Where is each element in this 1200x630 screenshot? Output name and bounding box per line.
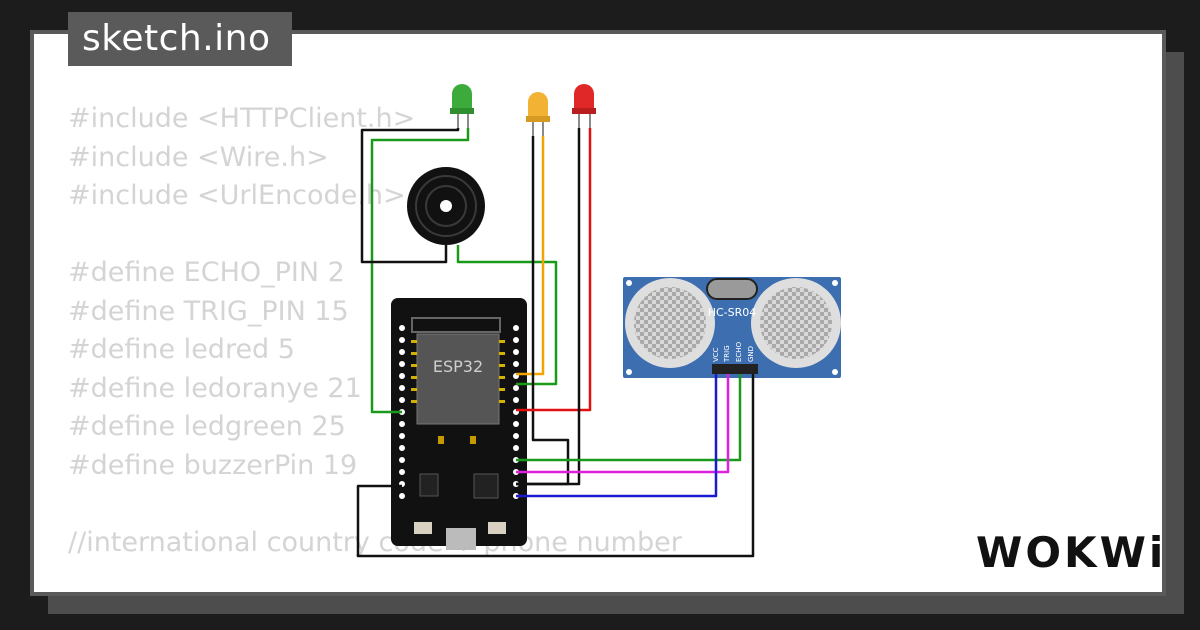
code-line: #define TRIG_PIN 15	[68, 295, 349, 327]
code-line: #define ledred 5	[68, 334, 295, 365]
esp32-board[interactable]: ESP32	[391, 298, 527, 550]
buzzer[interactable]	[407, 167, 485, 245]
led-icon	[528, 92, 548, 120]
led-red[interactable]	[572, 84, 596, 128]
led-orange[interactable]	[526, 92, 550, 136]
sensor-pin-label: TRIG	[723, 345, 731, 363]
transducer-left-icon	[634, 287, 706, 359]
sensor-pin-label: GND	[747, 346, 755, 362]
code-line: #define buzzerPin 19	[68, 449, 358, 481]
board-label: ESP32	[433, 357, 483, 376]
led-green[interactable]	[450, 84, 474, 128]
led-icon	[452, 84, 472, 112]
ultrasonic-sensor[interactable]: HC-SR04 VCC TRIG ECHO GND	[623, 277, 841, 378]
code-line: #include <Wire.h>	[68, 141, 329, 173]
code-line: #define ECHO_PIN 2	[68, 257, 345, 288]
wires	[356, 128, 755, 558]
code-line: #define ledgreen 25	[68, 411, 346, 442]
led-icon	[574, 84, 594, 112]
sensor-pin-label: VCC	[712, 347, 720, 362]
code-line: #define ledoranye 21	[68, 372, 362, 404]
sensor-label: HC-SR04	[708, 306, 757, 319]
file-title[interactable]: sketch.ino	[68, 12, 293, 66]
wokwi-logo: WOKWi	[976, 528, 1167, 577]
code-line: #include <HTTPClient.h>	[68, 103, 416, 134]
transducer-right-icon	[760, 287, 832, 359]
preview-card	[30, 30, 1166, 596]
sensor-pin-label: ECHO	[735, 341, 743, 362]
